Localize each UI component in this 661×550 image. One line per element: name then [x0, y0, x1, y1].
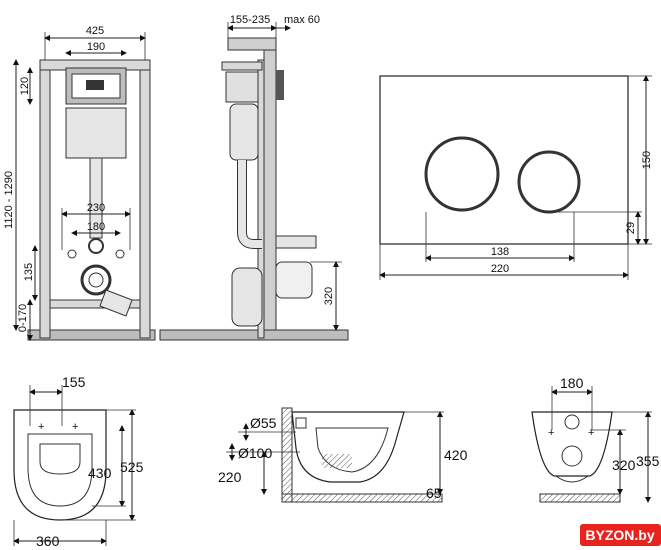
rear-outlet: [561, 445, 583, 467]
side-floor-hatch: [281, 493, 443, 503]
watermark-badge: [580, 524, 661, 546]
inlet-pipe: [88, 238, 104, 254]
wall: [263, 39, 277, 331]
outlet-diameter-label: Ø100: [238, 445, 272, 461]
inner-length-label: 430: [88, 465, 112, 481]
plate-width-label: 220: [491, 263, 509, 275]
mount-spacing-label: 155: [62, 374, 86, 390]
plate-height-label: 150: [641, 151, 653, 169]
flush-opening: [71, 73, 121, 99]
pipe-spacing-label: 180: [87, 221, 105, 233]
cistern: [65, 107, 127, 159]
rear-floor-hatch: [539, 493, 621, 503]
mount-bolt-left: [67, 249, 77, 259]
bracket-width-label: 190: [87, 41, 105, 53]
outlet-height-label: 135: [23, 263, 35, 281]
watermark-text: BYZON.by: [585, 527, 654, 543]
bowl-top-view: + + 155 430 525 360: [13, 374, 144, 549]
bowl-height-label: 420: [444, 447, 468, 463]
rear-outlet-height-label: 320: [612, 457, 636, 473]
frame-left-upright: [39, 59, 51, 339]
outlet-elbow: [99, 289, 133, 317]
rear-mount-spacing-label: 180: [560, 375, 584, 391]
rear-inlet: [564, 414, 580, 430]
side-floor: [159, 329, 349, 341]
rear-base: [555, 475, 589, 483]
flush-plate: [379, 75, 629, 245]
bolt-mark-right: +: [72, 421, 78, 433]
frame-right-upright: [139, 59, 151, 339]
side-wall-hatch: [281, 407, 293, 503]
floor-offset-label: 65: [426, 485, 442, 501]
rear-bolt-right: +: [588, 427, 594, 439]
side-outlet-height-label: 220: [218, 469, 242, 485]
max-wall-label: max 60: [284, 14, 320, 26]
total-height-label: 1120 - 1290: [3, 171, 15, 229]
bowl-seat-opening: [39, 443, 81, 475]
flush-valve-block: [86, 80, 104, 90]
side-inlet-fitting: [275, 235, 317, 249]
rear-height-label: 355: [636, 453, 660, 469]
frame-side-view: 155-235 max 60 320: [159, 14, 349, 341]
outlet-inner: [88, 272, 104, 288]
side-outlet-elbow: [231, 267, 263, 327]
bottom-offset-label: 29: [625, 222, 637, 234]
side-outlet-sleeve: [275, 261, 313, 299]
leg-adjust-label: 0-170: [17, 304, 29, 332]
length-label: 525: [120, 459, 144, 475]
rear-bolt-left: +: [548, 427, 554, 439]
flush-plate-view: 150 29 138 220: [379, 75, 653, 280]
side-valve: [225, 71, 259, 103]
frame-front-view: 425 190 120 1120 - 1290 230 180 135 0-17…: [3, 25, 156, 341]
width-label: 425: [86, 25, 104, 37]
bowl-width-label: 360: [36, 533, 60, 549]
side-inlet: [295, 417, 307, 429]
depth-label: 155-235: [230, 14, 270, 26]
side-outlet-height-label: 320: [323, 287, 335, 305]
bracket-height-label: 120: [19, 77, 31, 95]
button-spacing-label: 138: [491, 246, 509, 258]
side-plate: [276, 70, 284, 100]
outlet-spacing-label: 230: [87, 202, 105, 214]
frame-bottom-rail: [49, 299, 141, 309]
flush-button-small: [517, 150, 581, 214]
bowl-side-view: Ø55 Ø100 220 420 65: [218, 407, 468, 503]
bolt-mark-left: +: [38, 421, 44, 433]
water-hatch: [322, 454, 352, 468]
side-cistern: [229, 103, 259, 161]
mount-bolt-right: [115, 249, 125, 259]
watermark: BYZON.by: [580, 524, 661, 546]
wall-top: [227, 37, 277, 51]
bowl-rear-view: + + 180 320 355: [531, 375, 660, 503]
side-upright: [257, 59, 265, 339]
inlet-diameter-label: Ø55: [250, 415, 277, 431]
side-top-bracket: [221, 61, 263, 71]
flush-button-large: [424, 136, 500, 212]
